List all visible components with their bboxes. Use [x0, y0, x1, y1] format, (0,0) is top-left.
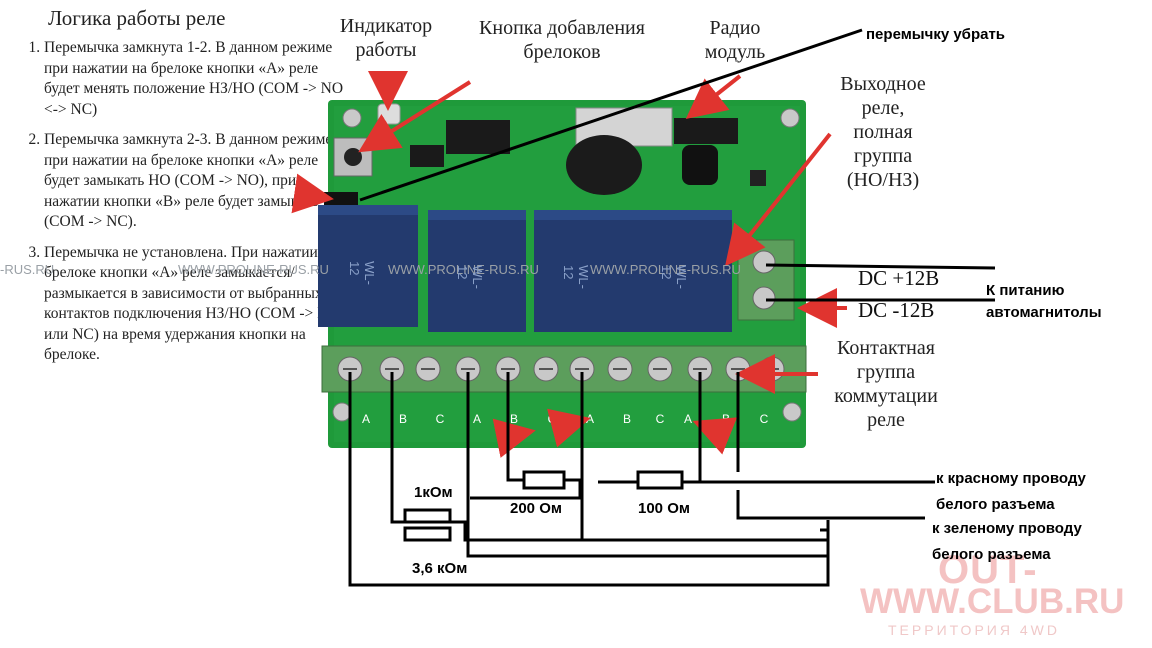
relay-2: [428, 210, 526, 332]
label-contact-line: реле: [867, 409, 905, 431]
label-power-line: автомагнитолы: [986, 304, 1102, 321]
logic-item-3: Перемычка не установлена. При нажатии на…: [44, 243, 344, 366]
label-output-relay-line: группа: [853, 145, 913, 167]
label-green-wire-line: белого разъема: [932, 546, 1051, 563]
label-green-wire-line: к зеленому проводу: [932, 520, 1082, 537]
label-radio-line: Радио: [709, 17, 761, 39]
mount-hole: [780, 108, 800, 128]
label-dc-plus: DC +12В: [858, 266, 940, 290]
mount-hole: [342, 108, 362, 128]
label-red-wire: к красному проводу белого разъема: [936, 466, 1086, 518]
terminal-letter: B: [399, 412, 407, 426]
terminal-letter: B: [623, 412, 631, 426]
label-red-wire-line: белого разъема: [936, 496, 1055, 513]
resistor-3k6: [403, 526, 452, 542]
dc-plus-screw: [752, 250, 776, 274]
label-add-button: Кнопка добавления брелоков: [452, 16, 672, 64]
relay-4: [632, 210, 732, 332]
logic-item-2: Перемычка замкнута 2-3. В данном режиме …: [44, 130, 344, 233]
watermark-url-1: -RUS.RU: [0, 262, 55, 277]
terminal-letter: C: [548, 412, 557, 426]
label-indicator-line: работы: [355, 39, 417, 61]
watermark-url-4: WWW.PROLINE-RUS.RU: [590, 262, 741, 277]
label-resistor-3k6: 3,6 кОм: [412, 560, 468, 577]
chip: [410, 145, 444, 167]
relay-label: WL-12: [346, 261, 377, 285]
label-red-wire-line: к красному проводу: [936, 470, 1086, 487]
label-contact-group: Контактная группа коммутации реле: [818, 336, 954, 432]
label-resistor-200: 200 Ом: [510, 500, 562, 517]
dc-plus-wire: [765, 263, 996, 270]
logic-item-1: Перемычка замкнута 1-2. В данном режиме …: [44, 38, 344, 120]
logic-list: Перемычка замкнута 1-2. В данном режиме …: [12, 38, 344, 376]
wiring: [348, 372, 935, 587]
mount-hole: [332, 402, 352, 422]
jumper: [324, 192, 358, 206]
label-output-relay-line: (НО/НЗ): [846, 169, 920, 191]
terminal-letter: B: [510, 412, 518, 426]
callout-arrows: [291, 71, 847, 458]
terminal-letter: A: [473, 412, 481, 426]
label-power-line: К питанию: [986, 282, 1065, 299]
watermark-site: WWW.CLUB.RU: [860, 582, 1125, 621]
label-output-relay-line: Выходное: [840, 73, 926, 95]
label-radio: Радио модуль: [680, 16, 790, 64]
terminal-letter: C: [760, 412, 769, 426]
label-green-wire: к зеленому проводу белого разъема: [932, 516, 1082, 568]
terminal-letter: B: [722, 412, 730, 426]
label-add-button-line: брелоков: [523, 41, 601, 63]
terminal-letter: C: [436, 412, 445, 426]
dc-minus-screw: [752, 286, 776, 310]
terminal-letter: A: [586, 412, 594, 426]
mount-hole: [782, 402, 802, 422]
label-add-button-line: Кнопка добавления: [479, 17, 645, 39]
label-resistor-100: 100 Ом: [638, 500, 690, 517]
add-fob-button-cap: [344, 148, 362, 166]
watermark-url-2: WWW.PROLINE-RUS.RU: [178, 262, 329, 277]
chip: [446, 120, 510, 154]
watermark-brand: OUT-: [938, 548, 1038, 592]
relay-label: WL-12: [560, 265, 591, 289]
antenna-coil: [566, 135, 642, 195]
relay-3: [534, 210, 632, 332]
relay-label: WL-12: [658, 265, 689, 289]
label-power: К питанию автомагнитолы: [986, 280, 1102, 324]
terminal-letter: A: [684, 412, 692, 426]
label-resistor-1k: 1кОм: [414, 484, 453, 501]
resistor-1k: [403, 508, 452, 524]
label-contact-line: группа: [856, 361, 916, 383]
jumper-remove-line: [359, 28, 863, 202]
label-dc-minus: DC -12В: [858, 298, 935, 322]
label-contact-line: коммутации: [834, 385, 938, 407]
watermark-tagline: ТЕРРИТОРИЯ 4WD: [888, 622, 1060, 638]
chip: [674, 118, 738, 144]
label-output-relay: Выходное реле, полная группа (НО/НЗ): [818, 72, 948, 192]
watermark-url-3: WWW.PROLINE-RUS.RU: [388, 262, 539, 277]
label-output-relay-line: реле,: [861, 97, 905, 119]
label-indicator-line: Индикатор: [339, 15, 433, 37]
label-output-relay-line: полная: [853, 121, 913, 143]
page-title: Логика работы реле: [48, 6, 226, 30]
resistor-100: [636, 470, 684, 490]
relay-1: [318, 205, 418, 327]
capacitor: [682, 145, 718, 185]
label-contact-line: Контактная: [837, 337, 935, 359]
label-indicator: Индикатор работы: [326, 14, 446, 62]
relay-label: WL-12: [454, 265, 485, 289]
led-indicator: [377, 103, 401, 125]
terminal-letter: A: [362, 412, 370, 426]
resistor-200: [522, 470, 566, 490]
label-radio-line: модуль: [704, 41, 766, 63]
label-remove-jumper: перемычку убрать: [866, 26, 1006, 43]
terminal-letter: C: [656, 412, 665, 426]
